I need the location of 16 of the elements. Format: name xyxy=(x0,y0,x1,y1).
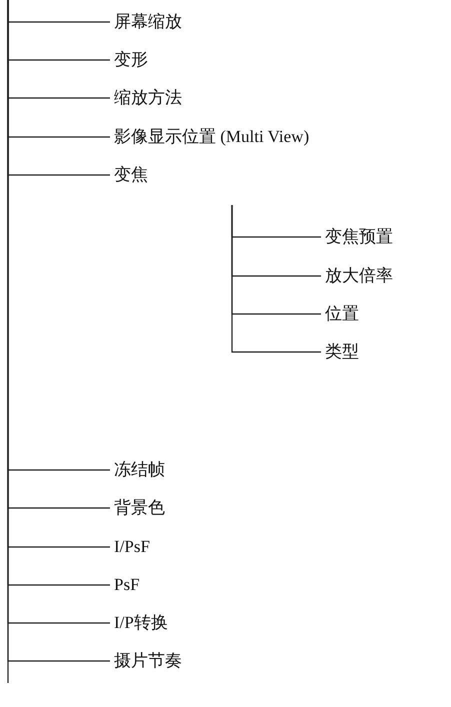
menu-item-text: 摄片节奏 xyxy=(114,651,182,671)
menu-item-text: 缩放方法 xyxy=(114,88,182,108)
menu-item-text: 变形 xyxy=(114,50,148,70)
menu-item-text: 冻结帧 xyxy=(114,460,165,480)
menu-item-text: I/PsF xyxy=(114,537,150,557)
menu-item-text: 影像显示位置 (Multi View) xyxy=(114,127,310,147)
tree-connector xyxy=(231,205,321,353)
menu-item-text: PsF xyxy=(114,575,140,595)
menu-item-text: 变焦预置 xyxy=(325,227,393,247)
menu-item-text: 屏幕缩放 xyxy=(114,12,182,32)
menu-item-text: 放大倍率 xyxy=(325,266,393,286)
menu-item-text: 位置 xyxy=(325,304,359,324)
menu-item-text: 变焦 xyxy=(114,165,148,185)
menu-item-text: 类型 xyxy=(325,342,359,362)
menu-item-text: 背景色 xyxy=(114,498,165,518)
menu-item-text: I/P转换 xyxy=(114,613,168,633)
